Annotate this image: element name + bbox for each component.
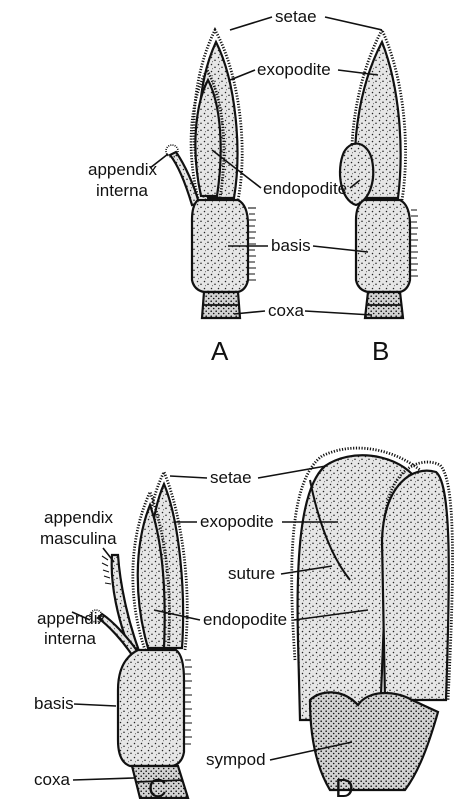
label-coxa-top: coxa	[268, 301, 304, 320]
label-basis-top: basis	[271, 236, 311, 255]
figure-letter-c: C	[148, 773, 167, 799]
label-exopodite-bottom: exopodite	[200, 512, 274, 531]
basis-c	[118, 650, 184, 766]
label-endopodite-bottom: endopodite	[203, 610, 287, 629]
label-endopodite-top: endopodite	[263, 179, 347, 198]
figure-b	[340, 30, 418, 318]
label-appendix-interna-top-1: appendix	[88, 160, 158, 179]
label-setae-bottom: setae	[210, 468, 252, 487]
label-appendix-masculina-1: appendix	[44, 508, 114, 527]
label-appendix-interna-top-2: interna	[96, 181, 149, 200]
figure-d	[292, 448, 453, 790]
basis-c-setae	[185, 660, 192, 744]
figure-letter-b: B	[372, 336, 389, 366]
label-coxa-bottom: coxa	[34, 770, 70, 789]
figure-letter-a: A	[211, 336, 229, 366]
label-appendix-masculina-2: masculina	[40, 529, 117, 548]
sympod-d	[310, 692, 438, 790]
label-exopodite-top: exopodite	[257, 60, 331, 79]
label-sympod: sympod	[206, 750, 266, 769]
figure-letter-d: D	[335, 773, 354, 799]
basis-b	[356, 200, 410, 292]
label-basis-bottom: basis	[34, 694, 74, 713]
label-appendix-interna-bottom-1: appendix	[37, 609, 107, 628]
label-appendix-interna-bottom-2: interna	[44, 629, 97, 648]
basis-b-setae	[411, 210, 418, 276]
basis-a-setae	[249, 214, 256, 280]
label-suture: suture	[228, 564, 275, 583]
label-setae-top: setae	[275, 7, 317, 26]
endopodite-d	[382, 471, 449, 700]
